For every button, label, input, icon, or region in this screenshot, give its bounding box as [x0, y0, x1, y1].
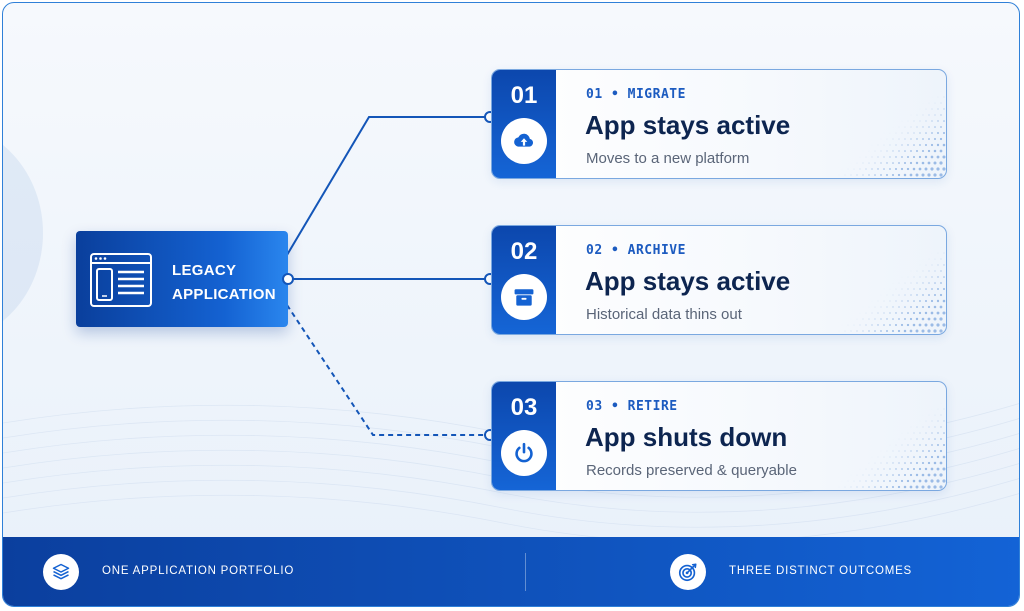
connector-lines — [286, 116, 489, 436]
outcome-card-retire: 03 03 • RETIRE App shuts down Records pr… — [491, 381, 947, 491]
card-tag: 01 • MIGRATE — [586, 87, 686, 102]
card-icon-badge — [501, 118, 547, 164]
footer-bar: ONE APPLICATION PORTFOLIO THREE DISTINCT… — [3, 537, 1019, 606]
card-icon-badge — [501, 274, 547, 320]
card-subtitle: Records preserved & queryable — [586, 462, 797, 479]
legacy-port — [282, 273, 294, 285]
card-title: App shuts down — [585, 422, 788, 452]
footer-divider — [525, 553, 526, 591]
outcome-card-archive: 02 02 • ARCHIVE App stays active Histori… — [491, 225, 947, 335]
footer-right-badge — [670, 554, 706, 590]
legacy-label-line1: LEGACY — [172, 262, 237, 279]
legacy-label-line2: APPLICATION — [172, 286, 276, 303]
card-tag: 02 • ARCHIVE — [586, 243, 686, 258]
footer-left-label: ONE APPLICATION PORTFOLIO — [102, 565, 295, 577]
card-number: 01 — [510, 82, 538, 109]
legacy-application-node: LEGACY APPLICATION — [76, 231, 288, 327]
card-icon-badge — [501, 430, 547, 476]
card-number: 02 — [510, 238, 538, 265]
target-icon — [678, 563, 697, 582]
card-number: 03 — [510, 394, 538, 421]
footer-right-label: THREE DISTINCT OUTCOMES — [729, 565, 913, 577]
connector-migrate — [286, 116, 489, 256]
card-number-panel: 02 — [492, 226, 556, 334]
card-subtitle: Historical data thins out — [586, 306, 742, 323]
app-window-icon — [90, 253, 152, 307]
footer-left-badge — [43, 554, 79, 590]
archive-box-icon — [514, 289, 534, 306]
halftone-dots-decoration — [838, 402, 946, 489]
layers-icon — [52, 563, 70, 580]
card-title: App stays active — [585, 266, 791, 296]
card-title: App stays active — [585, 110, 791, 140]
card-number-panel: 03 — [492, 382, 556, 490]
cloud-upload-icon — [514, 133, 534, 147]
card-tag: 03 • RETIRE — [586, 399, 678, 414]
halftone-dots-decoration — [838, 246, 946, 333]
outcome-card-migrate: 01 01 • MIGRATE App stays active Moves t… — [491, 69, 947, 179]
connector-retire — [286, 304, 489, 436]
power-icon — [515, 442, 533, 463]
card-subtitle: Moves to a new platform — [586, 150, 750, 167]
legacy-application-label: LEGACY APPLICATION — [172, 259, 284, 307]
card-number-panel: 01 — [492, 70, 556, 178]
halftone-dots-decoration — [838, 90, 946, 177]
